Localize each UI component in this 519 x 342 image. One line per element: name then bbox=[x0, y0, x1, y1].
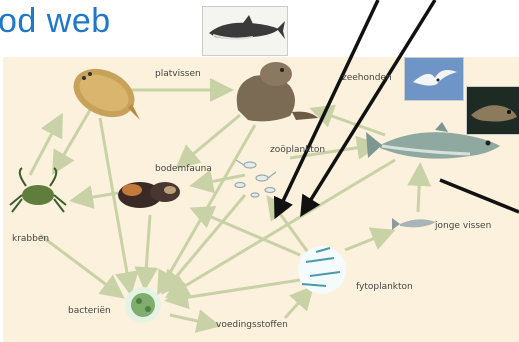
bacteria-icon bbox=[125, 287, 161, 323]
arrow-krabben-bacterien bbox=[40, 235, 120, 295]
label-fytoplankton: fytoplankton bbox=[356, 282, 413, 292]
arrow-fyto-jongevissen bbox=[345, 232, 390, 250]
bottom-fauna-icon bbox=[118, 182, 180, 208]
label-krabben: krabben bbox=[12, 234, 49, 244]
label-voedingsstoffen: voedingsstoffen bbox=[216, 320, 288, 330]
label-bodemfauna: bodemfauna bbox=[155, 164, 212, 174]
arrow-voedingsstoffen-fyto bbox=[285, 290, 310, 318]
zooplankton-icon bbox=[235, 160, 276, 197]
label-bacterien: bacteriën bbox=[68, 306, 111, 316]
juvenile-fish-icon bbox=[392, 218, 436, 230]
arrow-jongevissen-vis bbox=[418, 168, 420, 212]
pointer-line-3 bbox=[440, 180, 519, 212]
flatfish-icon bbox=[66, 60, 143, 127]
pointer-arrow-2 bbox=[302, 0, 435, 214]
arrow-vis-bacterien bbox=[170, 160, 395, 295]
seal-icon bbox=[237, 62, 318, 121]
label-jonge-vissen: jonge vissen bbox=[435, 221, 491, 231]
arrow-bodemfauna-bacterien bbox=[145, 215, 150, 285]
crab-icon bbox=[10, 168, 66, 212]
arrow-bodemfauna-krabben bbox=[75, 193, 118, 200]
arrow-bacterien-voedingsstoffen bbox=[170, 315, 215, 325]
label-platvissen: platvissen bbox=[155, 69, 201, 79]
arrow-zeehonden-bodemfauna bbox=[180, 115, 240, 165]
label-zooplankton: zoöplankton bbox=[270, 145, 325, 155]
label-zeehonden: zeehonden bbox=[342, 73, 392, 83]
arrow-zeehonden-bacterien bbox=[160, 125, 255, 290]
seagull-photo bbox=[404, 57, 464, 101]
fish-photo bbox=[466, 86, 519, 135]
phytoplankton-icon bbox=[298, 246, 346, 294]
